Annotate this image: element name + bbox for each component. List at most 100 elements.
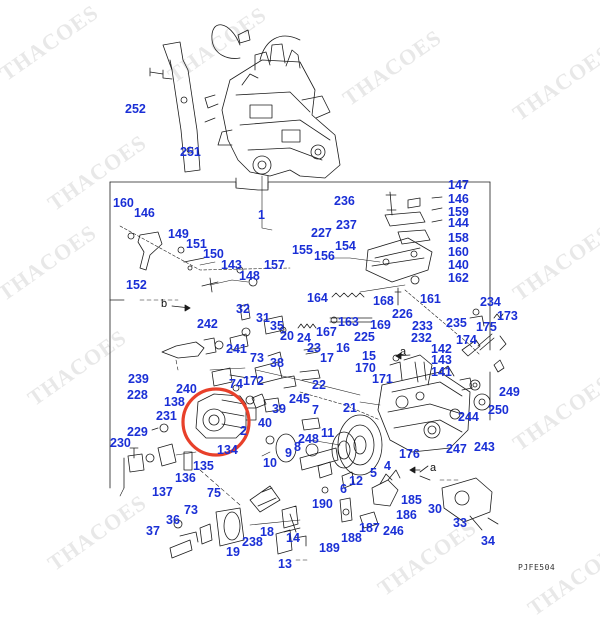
callout-146: 146 bbox=[448, 192, 469, 206]
callout-242: 242 bbox=[197, 317, 218, 331]
callout-148: 148 bbox=[239, 269, 260, 283]
drive-parts-drawing bbox=[251, 393, 383, 494]
callout-22: 22 bbox=[312, 378, 326, 392]
callout-146: 146 bbox=[134, 206, 155, 220]
callout-16: 16 bbox=[336, 341, 350, 355]
callout-34: 34 bbox=[481, 534, 495, 548]
callout-154: 154 bbox=[335, 239, 356, 253]
callout-176: 176 bbox=[399, 447, 420, 461]
callout-75: 75 bbox=[207, 486, 221, 500]
solenoid-drawing bbox=[211, 351, 321, 392]
callout-36: 36 bbox=[166, 513, 180, 527]
callout-31: 31 bbox=[256, 311, 270, 325]
callout-35: 35 bbox=[270, 319, 284, 333]
callout-228: 228 bbox=[127, 388, 148, 402]
callout-159: 159 bbox=[448, 205, 469, 219]
callout-30: 30 bbox=[428, 502, 442, 516]
diagram-linework bbox=[109, 24, 507, 561]
callout-32: 32 bbox=[236, 302, 250, 316]
callout-137: 137 bbox=[152, 485, 173, 499]
callout-170: 170 bbox=[355, 361, 376, 375]
marker-a-upper: a bbox=[400, 346, 407, 358]
callout-172: 172 bbox=[243, 374, 264, 388]
callout-163: 163 bbox=[338, 315, 359, 329]
phantom-lines bbox=[139, 299, 461, 561]
callout-168: 168 bbox=[373, 294, 394, 308]
marker-b-upper: b bbox=[161, 298, 168, 310]
callout-251: 251 bbox=[180, 145, 201, 159]
callout-240: 240 bbox=[176, 382, 197, 396]
callout-143: 143 bbox=[431, 353, 452, 367]
callout-160: 160 bbox=[448, 245, 469, 259]
callout-141: 141 bbox=[431, 365, 452, 379]
callout-160: 160 bbox=[113, 196, 134, 210]
callout-246: 246 bbox=[383, 524, 404, 538]
callout-155: 155 bbox=[292, 243, 313, 257]
callout-24: 24 bbox=[297, 331, 311, 345]
plunger-parts-drawing bbox=[169, 485, 281, 559]
callout-186: 186 bbox=[396, 508, 417, 522]
callout-37: 37 bbox=[146, 524, 160, 538]
callout-74: 74 bbox=[229, 377, 243, 391]
callout-2: 2 bbox=[240, 424, 247, 438]
callout-169: 169 bbox=[370, 318, 391, 332]
callout-243: 243 bbox=[474, 440, 495, 454]
callout-38: 38 bbox=[270, 356, 284, 370]
callout-239: 239 bbox=[128, 372, 149, 386]
callout-147: 147 bbox=[448, 178, 469, 192]
callout-158: 158 bbox=[448, 231, 469, 245]
callout-7: 7 bbox=[312, 403, 319, 417]
callout-250: 250 bbox=[488, 403, 509, 417]
callout-6: 6 bbox=[340, 482, 347, 496]
callout-18: 18 bbox=[260, 525, 274, 539]
callout-248: 248 bbox=[298, 432, 319, 446]
callout-241: 241 bbox=[226, 342, 247, 356]
callout-230: 230 bbox=[110, 436, 131, 450]
callout-136: 136 bbox=[175, 471, 196, 485]
callout-40: 40 bbox=[258, 416, 272, 430]
callout-140: 140 bbox=[448, 258, 469, 272]
callout-162: 162 bbox=[448, 271, 469, 285]
callout-151: 151 bbox=[186, 237, 207, 251]
callout-17: 17 bbox=[320, 351, 334, 365]
callout-12: 12 bbox=[349, 474, 363, 488]
callout-173: 173 bbox=[497, 309, 518, 323]
callout-225: 225 bbox=[354, 330, 375, 344]
callout-164: 164 bbox=[307, 291, 328, 305]
callout-19: 19 bbox=[226, 545, 240, 559]
callout-5: 5 bbox=[370, 466, 377, 480]
callout-11: 11 bbox=[321, 426, 335, 440]
pump-housing-drawing bbox=[377, 354, 471, 453]
callout-185: 185 bbox=[401, 493, 422, 507]
callout-238: 238 bbox=[242, 535, 263, 549]
callout-189: 189 bbox=[319, 541, 340, 555]
callout-161: 161 bbox=[420, 292, 441, 306]
callout-149: 149 bbox=[168, 227, 189, 241]
callout-190: 190 bbox=[312, 497, 333, 511]
callout-156: 156 bbox=[314, 249, 335, 263]
assembled-pump-drawing bbox=[149, 24, 341, 179]
callout-175: 175 bbox=[476, 320, 497, 334]
marker-a-lower: a bbox=[430, 462, 437, 474]
callout-234: 234 bbox=[480, 295, 501, 309]
reference-code: PJFE504 bbox=[518, 563, 556, 572]
callout-33: 33 bbox=[453, 516, 467, 530]
callout-229: 229 bbox=[127, 425, 148, 439]
callout-73: 73 bbox=[184, 503, 198, 517]
callout-226: 226 bbox=[392, 307, 413, 321]
callout-245: 245 bbox=[289, 392, 310, 406]
callout-235: 235 bbox=[446, 316, 467, 330]
callout-227: 227 bbox=[311, 226, 332, 240]
callout-10: 10 bbox=[263, 456, 277, 470]
marker-arrows bbox=[171, 304, 421, 474]
exploded-view-frame bbox=[109, 175, 491, 489]
callout-157: 157 bbox=[264, 258, 285, 272]
callout-15: 15 bbox=[362, 349, 376, 363]
highlight-circle bbox=[181, 387, 251, 457]
callout-134: 134 bbox=[217, 443, 238, 457]
sensor-drawing bbox=[161, 303, 321, 359]
callout-23: 23 bbox=[307, 341, 321, 355]
callout-236: 236 bbox=[334, 194, 355, 208]
callout-8: 8 bbox=[294, 440, 301, 454]
